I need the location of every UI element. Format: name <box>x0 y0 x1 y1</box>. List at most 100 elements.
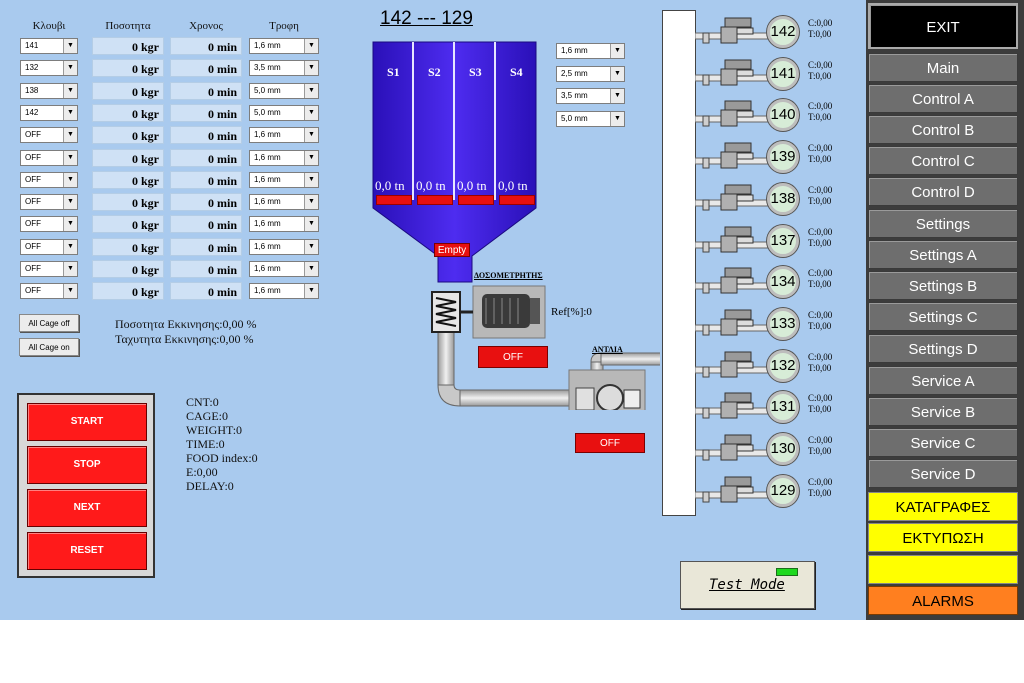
sidebar-control-c-button[interactable]: Control C <box>868 146 1018 175</box>
cage-select[interactable]: OFF▼ <box>20 127 78 144</box>
sidebar-settings-d-button[interactable]: Settings D <box>868 334 1018 363</box>
silo-size-select[interactable]: 5,0 mm▼ <box>556 110 625 127</box>
cage-select[interactable]: OFF▼ <box>20 171 78 188</box>
reset-button[interactable]: RESET <box>27 532 147 570</box>
sidebar-settings-a-button[interactable]: Settings A <box>868 240 1018 269</box>
chevron-down-icon[interactable]: ▼ <box>610 111 624 126</box>
page-title: 142 --- 129 <box>380 8 473 29</box>
chevron-down-icon[interactable]: ▼ <box>304 217 318 232</box>
silo-size-select[interactable]: 2,5 mm▼ <box>556 65 625 82</box>
doser-state[interactable]: OFF <box>478 346 548 368</box>
chevron-down-icon[interactable]: ▼ <box>63 61 77 76</box>
stop-button[interactable]: STOP <box>27 446 147 484</box>
exit-button[interactable]: EXIT <box>868 3 1018 49</box>
feed-select[interactable]: 1,6 mm▼ <box>249 261 319 277</box>
cage-number-badge[interactable]: 139 <box>767 141 799 174</box>
feed-select[interactable]: 1,6 mm▼ <box>249 127 319 144</box>
main-button[interactable]: Main <box>868 53 1018 82</box>
cage-select-value: 138 <box>25 85 39 95</box>
chevron-down-icon[interactable]: ▼ <box>304 284 318 299</box>
cage-number-badge[interactable]: 137 <box>767 224 799 257</box>
sidebar-settings-c-button[interactable]: Settings C <box>868 302 1018 331</box>
all-cage-on-button[interactable]: All Cage on <box>19 338 79 356</box>
cage-select[interactable]: OFF▼ <box>20 216 78 233</box>
all-cage-off-button[interactable]: All Cage off <box>19 314 79 332</box>
sidebar-settings-b-button[interactable]: Settings B <box>868 271 1018 300</box>
cage-select[interactable]: 141▼ <box>20 38 78 54</box>
sidebar-service-d-button[interactable]: Service D <box>868 459 1018 488</box>
feed-select[interactable]: 1,6 mm▼ <box>249 171 319 188</box>
test-mode-button[interactable]: Test Mode <box>680 561 815 609</box>
chevron-down-icon[interactable]: ▼ <box>304 195 318 210</box>
feed-select[interactable]: 1,6 mm▼ <box>249 38 319 54</box>
feed-select[interactable]: 3,5 mm▼ <box>249 60 319 77</box>
silo-size-select[interactable]: 3,5 mm▼ <box>556 88 625 104</box>
cage-number-badge[interactable]: 134 <box>767 266 799 299</box>
chevron-down-icon[interactable]: ▼ <box>63 150 77 165</box>
feed-select[interactable]: 1,6 mm▼ <box>249 238 319 255</box>
cage-number-badge[interactable]: 131 <box>767 391 799 424</box>
print-button[interactable]: ΕΚΤΥΠΩΣΗ <box>868 523 1018 552</box>
blank-yellow-button[interactable] <box>868 555 1018 584</box>
chevron-down-icon[interactable]: ▼ <box>63 128 77 143</box>
start-button[interactable]: START <box>27 403 147 441</box>
feed-select[interactable]: 5,0 mm▼ <box>249 82 319 99</box>
chevron-down-icon[interactable]: ▼ <box>63 195 77 210</box>
cage-select[interactable]: 132▼ <box>20 60 78 77</box>
feed-select[interactable]: 1,6 mm▼ <box>249 283 319 300</box>
chevron-down-icon[interactable]: ▼ <box>304 262 318 276</box>
chevron-down-icon[interactable]: ▼ <box>304 150 318 165</box>
silo-size-select[interactable]: 1,6 mm▼ <box>556 43 625 59</box>
alarms-button[interactable]: ALARMS <box>868 586 1018 615</box>
cage-number-badge[interactable]: 138 <box>767 182 799 215</box>
cage-select[interactable]: OFF▼ <box>20 194 78 211</box>
chevron-down-icon[interactable]: ▼ <box>304 128 318 143</box>
cage-number-badge[interactable]: 140 <box>767 99 799 132</box>
chevron-down-icon[interactable]: ▼ <box>304 172 318 187</box>
feed-select[interactable]: 1,6 mm▼ <box>249 149 319 166</box>
chevron-down-icon[interactable]: ▼ <box>63 217 77 232</box>
cage-number-badge[interactable]: 133 <box>767 307 799 340</box>
chevron-down-icon[interactable]: ▼ <box>610 44 624 58</box>
chevron-down-icon[interactable]: ▼ <box>304 239 318 254</box>
chevron-down-icon[interactable]: ▼ <box>63 83 77 98</box>
feed-select[interactable]: 5,0 mm▼ <box>249 104 319 121</box>
chevron-down-icon[interactable]: ▼ <box>63 239 77 254</box>
logs-button[interactable]: ΚΑΤΑΓΡΑΦΕΣ <box>868 492 1018 521</box>
cage-number-badge[interactable]: 141 <box>767 57 799 90</box>
cage-select[interactable]: OFF▼ <box>20 238 78 255</box>
cage-number-badge[interactable]: 130 <box>767 433 799 465</box>
chevron-down-icon[interactable]: ▼ <box>63 284 77 299</box>
cage-select[interactable]: 142▼ <box>20 104 78 121</box>
feed-select-value: 1,6 mm <box>254 197 281 207</box>
sidebar-service-c-button[interactable]: Service C <box>868 428 1018 457</box>
sidebar-control-b-button[interactable]: Control B <box>868 115 1018 144</box>
cage-select[interactable]: 138 ▼ <box>20 82 78 99</box>
feed-select[interactable]: 1,6 mm ▼ <box>249 194 319 211</box>
cage-number-badge[interactable]: 132 <box>767 349 799 382</box>
chevron-down-icon[interactable]: ▼ <box>304 61 318 76</box>
feed-select[interactable]: 1,6 mm▼ <box>249 216 319 233</box>
chevron-down-icon[interactable]: ▼ <box>610 66 624 81</box>
cage-number-badge[interactable]: 142 <box>767 16 799 48</box>
chevron-down-icon[interactable]: ▼ <box>304 83 318 98</box>
chevron-down-icon[interactable]: ▼ <box>63 172 77 187</box>
cage-number-badge[interactable]: 129 <box>767 474 799 507</box>
sidebar-control-d-button[interactable]: Control D <box>868 177 1018 206</box>
chevron-down-icon[interactable]: ▼ <box>63 105 77 120</box>
pump-state[interactable]: OFF <box>575 433 645 453</box>
chevron-down-icon[interactable]: ▼ <box>610 89 624 103</box>
chevron-down-icon[interactable]: ▼ <box>304 39 318 53</box>
next-button[interactable]: NEXT <box>27 489 147 527</box>
sidebar-settings-button[interactable]: Settings <box>868 209 1018 238</box>
cage-select[interactable]: OFF▼ <box>20 283 78 300</box>
sidebar-service-a-button[interactable]: Service A <box>868 366 1018 395</box>
chevron-down-icon[interactable]: ▼ <box>304 105 318 120</box>
chevron-down-icon[interactable]: ▼ <box>63 39 77 53</box>
sidebar-service-b-button[interactable]: Service B <box>868 397 1018 426</box>
cage-select[interactable]: OFF▼ <box>20 149 78 166</box>
sidebar-control-a-button[interactable]: Control A <box>868 84 1018 113</box>
cage-select[interactable]: OFF▼ <box>20 261 78 277</box>
chevron-down-icon[interactable]: ▼ <box>63 262 77 276</box>
